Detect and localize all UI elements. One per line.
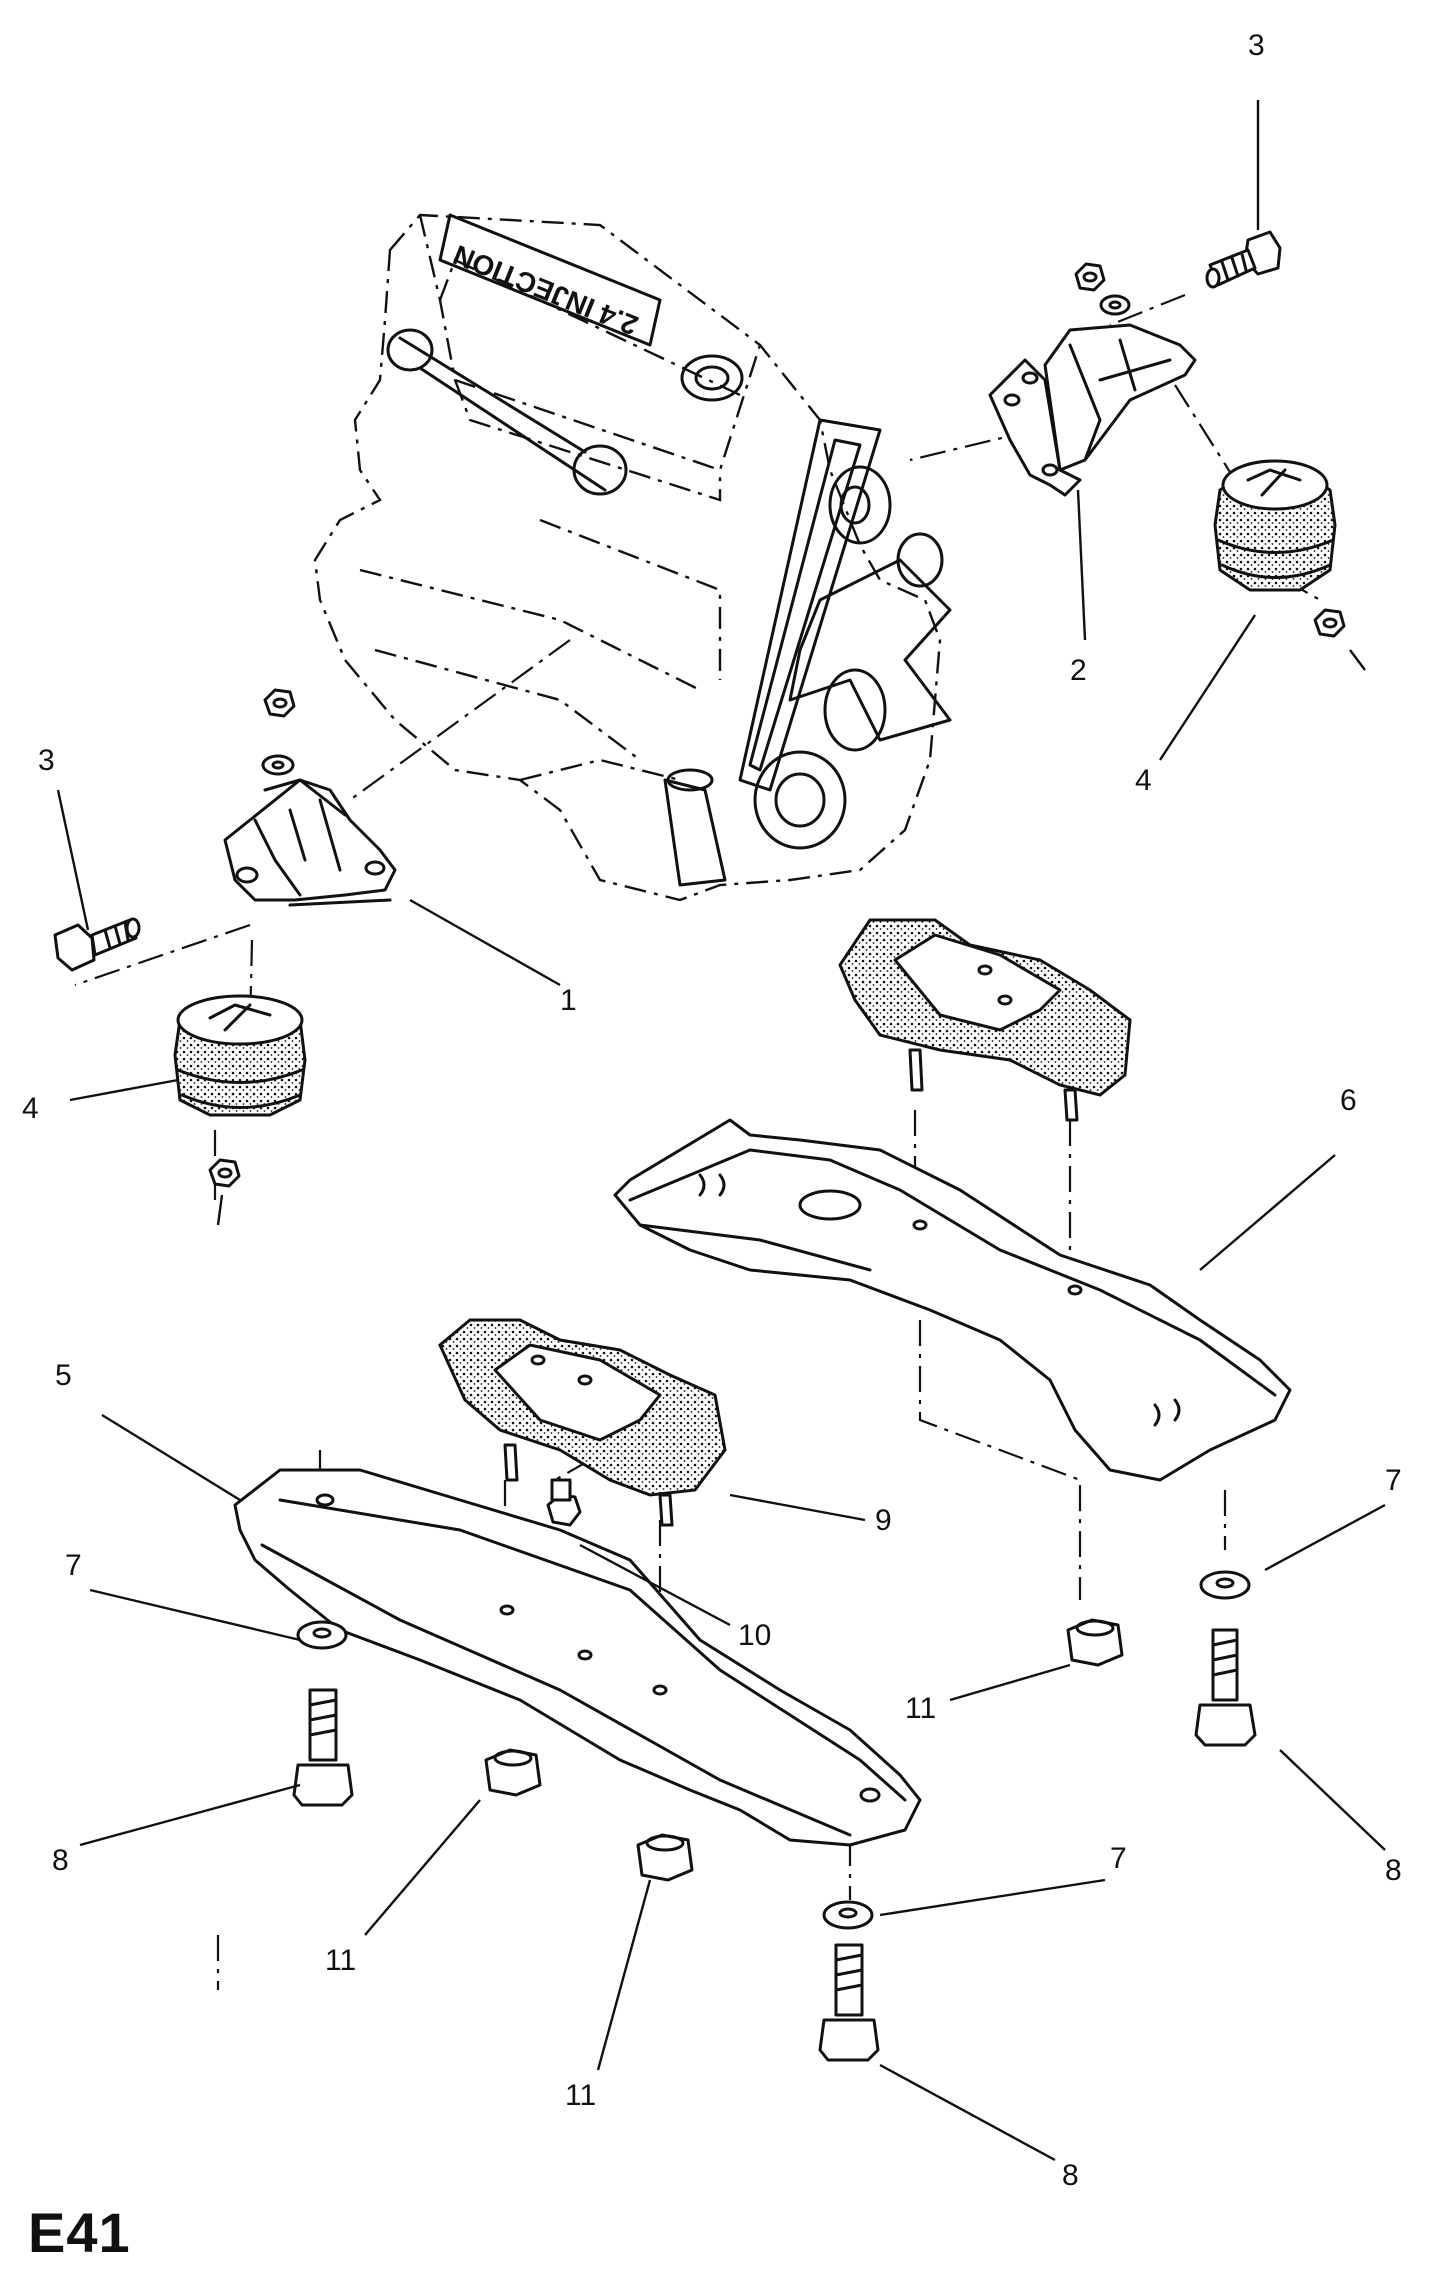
callout-4-right: 4 [1135,764,1152,797]
callout-3-right: 3 [1248,29,1265,62]
callout-7-bottom: 7 [1110,1842,1127,1875]
washer-upper-left [261,754,295,776]
engine-block: 2.4 INJECTION [313,213,952,902]
part-7-washer-bottom [822,1900,874,1930]
callout-9: 9 [875,1504,892,1537]
part-9-gearbox-mount [438,1318,727,1527]
part-11-nut-left [484,1748,542,1797]
part-6-crossmember-upper [613,1118,1292,1482]
part-4-rubber-mount-left [173,994,307,1117]
callout-4-left: 4 [22,1092,39,1125]
callout-numbers: 1 2 3 3 4 4 5 6 7 7 7 8 8 8 9 10 11 11 1… [22,29,1402,2192]
callout-8-bottom: 8 [1062,2159,1079,2192]
part-3-bolt-right [1205,230,1282,289]
callout-8-left: 8 [52,1844,69,1877]
leader-lines [56,100,1386,2162]
nut-left-mount-bottom [208,1158,241,1188]
callout-10: 10 [738,1619,771,1652]
part-1-left-engine-bracket [223,778,397,907]
callout-1: 1 [560,984,577,1017]
part-11-nut-right [1066,1618,1124,1667]
callout-6: 6 [1340,1084,1357,1117]
nut-right-mount-bottom [1313,608,1346,638]
callout-11-right: 11 [905,1692,936,1725]
callout-7-right: 7 [1385,1464,1402,1497]
part-2-right-engine-bracket [988,323,1197,497]
callout-7-left: 7 [65,1549,82,1582]
part-8-bolt-right [1194,1628,1257,1747]
callout-11-left: 11 [325,1944,356,1977]
callout-11-bottom: 11 [565,2079,596,2112]
part-3-bolt-left [53,917,141,972]
callout-3-left: 3 [38,744,55,777]
part-11-nut-center [636,1833,694,1882]
washer-upper-right [1099,294,1131,316]
callout-8-right: 8 [1385,1854,1402,1887]
part-10-stud [546,1478,582,1527]
part-8-bolt-bottom [818,1943,880,2062]
page-code: E41 [28,2201,131,2264]
nut-upper-right [1074,262,1106,292]
gearbox-mount-upper [838,918,1132,1122]
nut-upper-left [263,688,296,718]
callout-2: 2 [1070,654,1087,687]
callout-5: 5 [55,1359,72,1392]
part-8-bolt-left [292,1688,354,1807]
part-4-rubber-mount-right [1213,459,1337,592]
part-7-washer-left [296,1620,348,1650]
part-7-washer-right [1199,1570,1251,1600]
